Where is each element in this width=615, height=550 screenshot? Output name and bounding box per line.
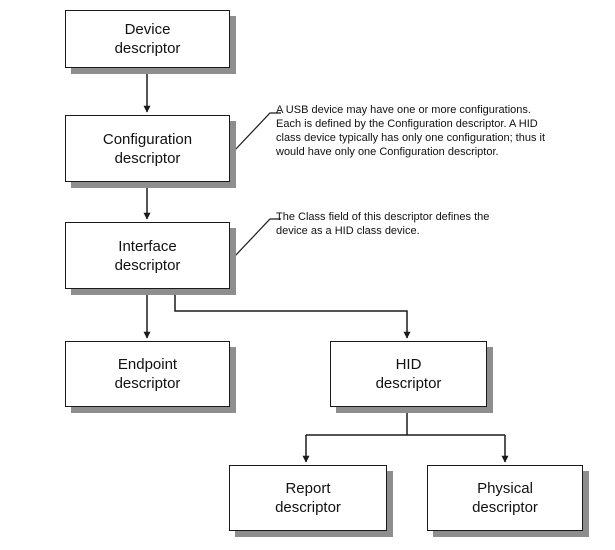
interface-descriptor-box: Interface descriptor [65, 222, 230, 289]
configuration-note-line: class device typically has only one conf… [276, 132, 546, 144]
configuration-descriptor-box: Configuration descriptor [65, 115, 230, 182]
hid-descriptor-line2: descriptor [375, 375, 442, 392]
device-descriptor-line2: descriptor [114, 40, 181, 57]
endpoint-descriptor-line2: descriptor [114, 375, 181, 392]
report-descriptor-box: Report descriptor [229, 465, 387, 531]
endpoint-descriptor-line1: Endpoint [117, 356, 178, 373]
configuration-note-line: A USB device may have one or more config… [276, 104, 531, 116]
device-descriptor-line1: Device [124, 21, 171, 38]
physical-descriptor-line2: descriptor [472, 499, 538, 516]
interface-note-line: The Class field of this descriptor defin… [276, 211, 490, 223]
configuration-descriptor-line2: descriptor [114, 149, 181, 167]
configuration-descriptor-line1: Configuration [102, 130, 193, 148]
interface-callout-note: The Class field of this descriptor defin… [276, 210, 596, 238]
hid-descriptor-box: HID descriptor [330, 341, 487, 407]
callout-leader-interface [233, 218, 281, 258]
configuration-note-line: would have only one Configuration descri… [276, 146, 499, 158]
hid-descriptor-line1: HID [395, 356, 422, 373]
report-descriptor-line1: Report [285, 480, 331, 497]
callout-leader-configuration [233, 112, 281, 152]
physical-descriptor-line1: Physical [477, 480, 533, 497]
interface-descriptor-line1: Interface [118, 237, 177, 255]
interface-descriptor-line2: descriptor [114, 256, 181, 274]
interface-note-line: device as a HID class device. [276, 225, 420, 237]
arrow-interface-to-hid [174, 291, 411, 339]
endpoint-descriptor-box: Endpoint descriptor [65, 341, 230, 407]
report-descriptor-line2: descriptor [275, 499, 341, 516]
configuration-note-line: Each is defined by the Configuration des… [276, 118, 538, 130]
device-descriptor-box: Device descriptor [65, 10, 230, 68]
physical-descriptor-box: Physical descriptor [427, 465, 583, 531]
configuration-callout-note: A USB device may have one or more config… [276, 103, 596, 159]
